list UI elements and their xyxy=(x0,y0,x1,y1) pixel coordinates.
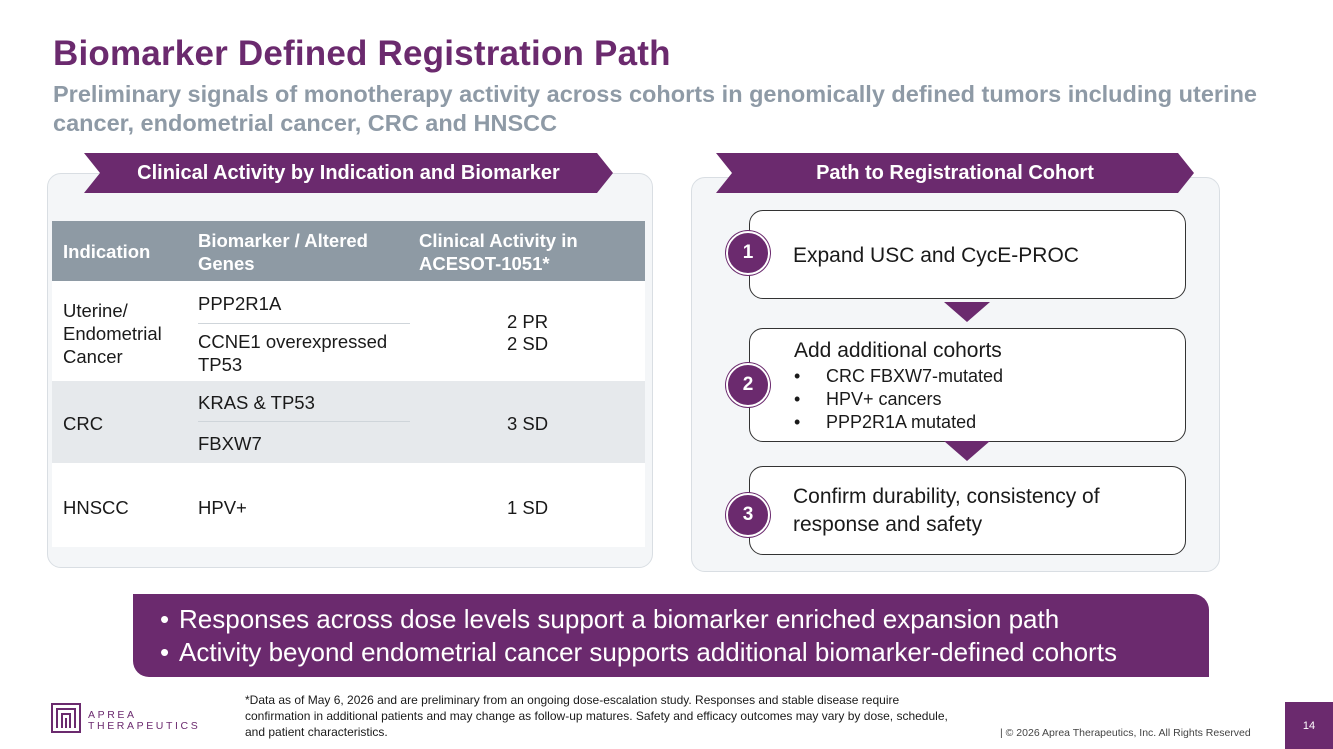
step-text-3: Confirm durability, consistency of respo… xyxy=(793,485,1100,536)
biomarker-cell: PPP2R1A xyxy=(198,293,282,314)
key-message: Responses across dose levels support a b… xyxy=(160,603,1209,636)
step-text-1: Expand USC and CycE-PROC xyxy=(793,244,1079,267)
step-number-1: 1 xyxy=(726,231,770,275)
table-row: HNSCC HPV+ 1 SD xyxy=(52,463,645,547)
biomarker-cell: HPV+ xyxy=(198,497,247,518)
step-box-3 xyxy=(749,466,1186,555)
column-header-biomarker: Biomarker / Altered Genes xyxy=(198,230,368,274)
list-item: CRC FBXW7-mutated xyxy=(794,365,1003,388)
registration-path-banner: Path to Registrational Cohort xyxy=(716,153,1194,193)
logo-line-1: APREA xyxy=(88,709,137,721)
biomarker-cell: CCNE1 overexpressed TP53 xyxy=(198,331,388,375)
copyright: | © 2026 Aprea Therapeutics, Inc. All Ri… xyxy=(1000,727,1251,739)
logo-line-2: THERAPEUTICS xyxy=(88,720,201,732)
column-header-indication: Indication xyxy=(63,241,151,262)
aprea-logo-icon xyxy=(51,703,81,733)
table-row: Uterine/ Endometrial Cancer PPP2R1A CCNE… xyxy=(52,281,645,381)
activity-cell: 1 SD xyxy=(507,497,549,518)
row-divider xyxy=(198,421,410,422)
biomarker-cell: KRAS & TP53 xyxy=(198,392,315,413)
footnote: *Data as of May 6, 2026 and are prelimin… xyxy=(245,693,948,739)
activity-cell: 3 SD xyxy=(507,413,549,434)
company-logo-text: APREA THERAPEUTICS xyxy=(88,710,200,732)
list-item: PPP2R1A mutated xyxy=(794,411,1003,434)
indication-cell: CRC xyxy=(63,413,104,434)
step-2-bullets: CRC FBXW7-mutated HPV+ cancers PPP2R1A m… xyxy=(794,365,1003,434)
key-messages-box: Responses across dose levels support a b… xyxy=(133,594,1209,677)
step-text-2: Add additional cohorts xyxy=(794,339,1002,362)
activity-cell: 2 PR xyxy=(507,311,549,332)
key-message: Activity beyond endometrial cancer suppo… xyxy=(160,636,1209,669)
step-number-3: 3 xyxy=(726,493,770,537)
list-item: HPV+ cancers xyxy=(794,388,1003,411)
indication-cell: HNSCC xyxy=(63,497,129,518)
step-number-2: 2 xyxy=(726,363,770,407)
activity-cell: 2 SD xyxy=(507,333,549,354)
row-divider xyxy=(198,323,410,324)
indication-cell: Uterine/ Endometrial Cancer xyxy=(63,300,162,367)
column-header-clinical-activity: Clinical Activity in ACESOT-1051* xyxy=(419,230,578,274)
clinical-activity-table: Indication Biomarker / Altered Genes Cli… xyxy=(52,221,645,547)
table-row: CRC KRAS & TP53 FBXW7 3 SD xyxy=(52,381,645,463)
slide-subtitle: Preliminary signals of monotherapy activ… xyxy=(53,81,1257,136)
table-header: Indication Biomarker / Altered Genes Cli… xyxy=(52,221,645,281)
biomarker-cell: FBXW7 xyxy=(198,433,262,454)
step-box-1 xyxy=(749,210,1186,299)
slide-title: Biomarker Defined Registration Path xyxy=(53,34,671,73)
page-number: 14 xyxy=(1285,702,1333,749)
clinical-activity-banner: Clinical Activity by Indication and Biom… xyxy=(84,153,613,193)
